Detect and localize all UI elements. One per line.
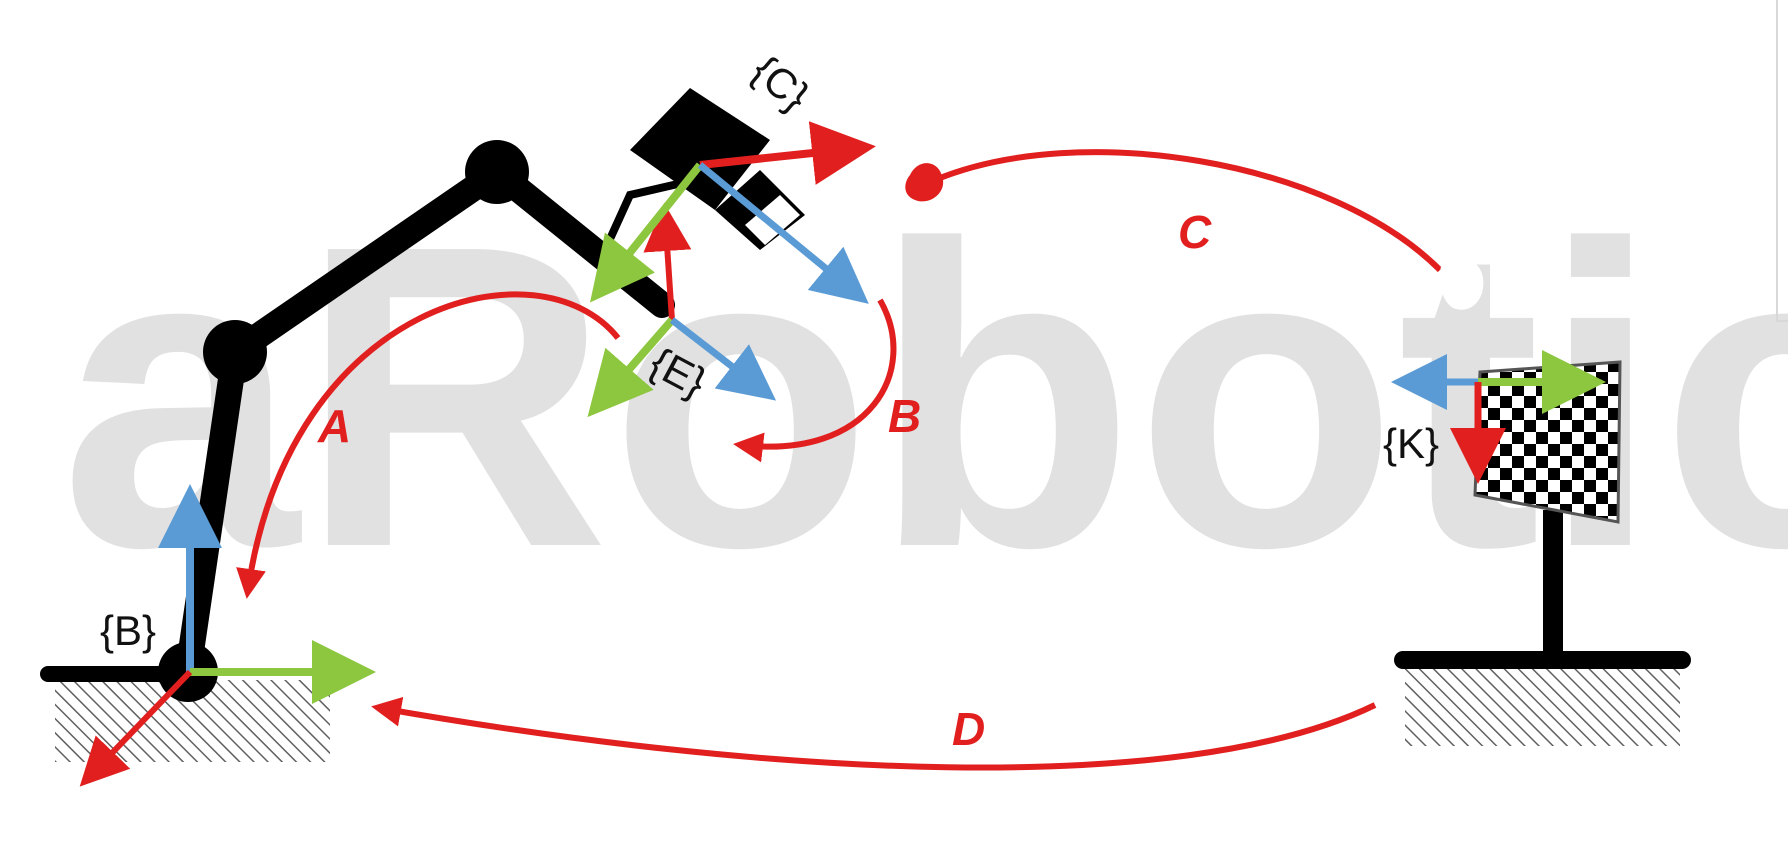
robot-joint-elbow — [465, 140, 529, 204]
frame-label-base: {B} — [100, 607, 156, 654]
transform-arrow-a — [236, 291, 621, 599]
board-frame-axes — [1391, 350, 1606, 484]
transform-label-b: B — [888, 390, 921, 442]
frame-label-camera: {C} — [743, 46, 818, 120]
transform-arrow-d — [371, 696, 1377, 771]
transform-label-d: D — [952, 703, 985, 755]
base-frame-axes — [79, 484, 376, 787]
robot-joint-shoulder — [203, 320, 267, 384]
transform-label-c: C — [1178, 206, 1212, 258]
board-stand — [1394, 510, 1691, 746]
frame-label-board: {K} — [1383, 420, 1439, 467]
camera-frame-axes — [590, 121, 876, 304]
transform-label-a: A — [317, 400, 351, 452]
end-effector-frame-axes — [587, 203, 777, 418]
transform-arrow-c — [905, 149, 1484, 310]
side-panel-edge — [1776, 0, 1788, 322]
transform-arrow-b — [733, 298, 897, 463]
